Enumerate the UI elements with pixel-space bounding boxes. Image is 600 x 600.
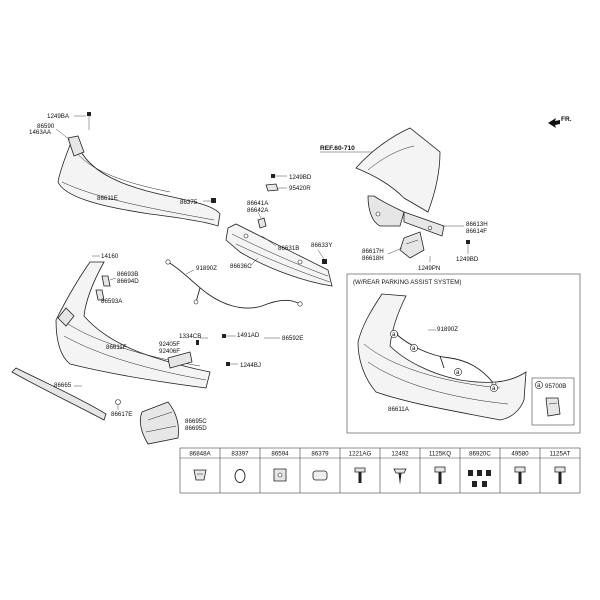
clip-86375 — [203, 198, 216, 203]
callout-1249BD-right: 1249BD — [456, 256, 479, 263]
callout-86641A: 86641A — [247, 200, 269, 207]
callout-86665: 86665 — [54, 382, 72, 389]
clip-icon-86848A — [193, 469, 207, 481]
upper-bumper-cover-86611E[interactable] — [57, 135, 221, 227]
marker-a-4: a — [492, 385, 496, 392]
callout-1491AD: 1491AD — [237, 332, 260, 339]
sensor-marker-2: a — [410, 344, 418, 352]
callout-86633Y: 86633Y — [311, 242, 332, 249]
callout-86694D: 86694D — [117, 278, 139, 285]
table-header-86920C: 86920C — [469, 451, 491, 458]
callout-86695C: 86695C — [185, 418, 207, 425]
callout-86590: 86590 — [37, 123, 55, 130]
callout-86617H: 86617H — [362, 248, 384, 255]
callout-86613H: 86613H — [466, 221, 488, 228]
parking-assist-title: (W/REAR PARKING ASSIST SYSTEM) — [353, 279, 461, 286]
clip-set-icon-86920C — [468, 470, 491, 487]
callout-1463AA: 1463AA — [29, 129, 52, 136]
parts-table: 86848A 83397 86594 86379 1221AG 12492 11… — [179, 447, 581, 494]
callout-86617E: 86617E — [111, 411, 132, 418]
callout-86636C: 86636C — [230, 263, 252, 270]
bolt-1249BD-right — [466, 240, 470, 254]
lamp-92405F — [167, 351, 193, 369]
callout-1334CB: 1334CB — [179, 333, 201, 340]
table-header-1125KQ: 1125KQ — [429, 451, 451, 458]
callout-1249BD-top: 1249BD — [289, 174, 312, 181]
table-header-1221AG: 1221AG — [349, 451, 372, 458]
marker-a-legend: a — [537, 382, 541, 389]
bolt-1249BA — [87, 112, 91, 130]
guard-86695C[interactable] — [140, 401, 179, 445]
table-header-49580: 49580 — [511, 451, 529, 458]
table-header-86594: 86594 — [271, 451, 289, 458]
bolt-1249BD-top — [271, 174, 287, 178]
callout-86642A: 86642A — [247, 207, 269, 214]
callout-86592E: 86592E — [282, 335, 303, 342]
callout-91890Z-left: 91890Z — [196, 265, 217, 272]
callout-86631B: 86631B — [278, 245, 299, 252]
callout-1249PN: 1249PN — [418, 265, 440, 272]
front-direction-indicator: FR. — [548, 116, 572, 128]
arrow-icon — [548, 118, 560, 128]
sensor-marker-3: a — [454, 368, 462, 376]
side-bracket-86613H[interactable] — [367, 195, 445, 237]
marker-a-3: a — [456, 369, 460, 376]
bracket-86641A — [257, 211, 267, 229]
grommet-icon-83397 — [234, 469, 246, 483]
callout-86375: 86375 — [180, 199, 198, 206]
pad-icon-86379 — [312, 470, 328, 481]
callout-86611F: 86611F — [106, 344, 127, 351]
callout-86618H: 86618H — [362, 255, 384, 262]
bolt-icon-1221AG — [354, 467, 366, 483]
clip-86633Y — [317, 249, 327, 264]
front-label: FR. — [561, 116, 572, 123]
clip-86617E — [115, 399, 121, 410]
callout-1244BJ: 1244BJ — [240, 362, 261, 369]
parking-sensor-icon — [545, 397, 561, 417]
bumper-beam-86631B[interactable] — [225, 223, 333, 287]
callout-95420R: 95420R — [289, 185, 311, 192]
table-header-83397: 83397 — [231, 451, 249, 458]
sensor-marker-4: a — [490, 384, 498, 392]
ref-label: REF.60-710 — [320, 145, 355, 152]
sensor-marker-1: a — [390, 330, 398, 338]
callout-91890Z-right: 91890Z — [437, 326, 458, 333]
screw-icon-12492 — [393, 468, 407, 485]
screw-1334CB — [196, 337, 208, 345]
assist-bumper-86611A[interactable] — [357, 293, 527, 421]
callout-92406F: 92406F — [159, 348, 180, 355]
bolt-icon-1125AT — [554, 466, 566, 484]
table-header-86848A: 86848A — [189, 451, 211, 458]
bracket-95420R — [265, 183, 287, 192]
bracket-86617H[interactable] — [399, 231, 425, 259]
callout-86693B: 86693B — [117, 271, 138, 278]
table-header-86379: 86379 — [311, 451, 329, 458]
table-header-12492: 12492 — [391, 451, 409, 458]
bolt-icon-1125KQ — [434, 466, 446, 484]
callout-14160: 14160 — [101, 253, 119, 260]
callout-86611E: 86611E — [97, 195, 118, 202]
callout-92405F: 92405F — [159, 341, 180, 348]
callout-86611A: 86611A — [388, 406, 410, 413]
bolt-1244BJ — [226, 362, 238, 366]
body-panel-ref — [355, 127, 441, 213]
callout-86695D: 86695D — [185, 425, 207, 432]
table-header-1125AT: 1125AT — [550, 451, 571, 458]
bolt-icon-49580 — [514, 466, 526, 484]
marker-a-2: a — [412, 345, 416, 352]
marker-a-1: a — [392, 331, 396, 338]
reflector-86693B — [101, 275, 117, 287]
sensor-legend-box — [531, 377, 575, 426]
clip-1491AD — [222, 334, 280, 339]
clip-icon-86594 — [273, 468, 287, 482]
wiring-91890Z-left — [165, 259, 303, 309]
parking-assist-box: (W/REAR PARKING ASSIST SYSTEM) 91890Z 86… — [346, 273, 581, 434]
callout-86614F: 86614F — [466, 228, 487, 235]
callout-1249BA: 1249BA — [47, 113, 70, 120]
callout-86593A: 86593A — [101, 298, 123, 305]
reflector-86593A — [95, 289, 105, 301]
skid-strip-86665[interactable] — [11, 367, 107, 421]
callout-95700B: 95700B — [545, 383, 566, 390]
